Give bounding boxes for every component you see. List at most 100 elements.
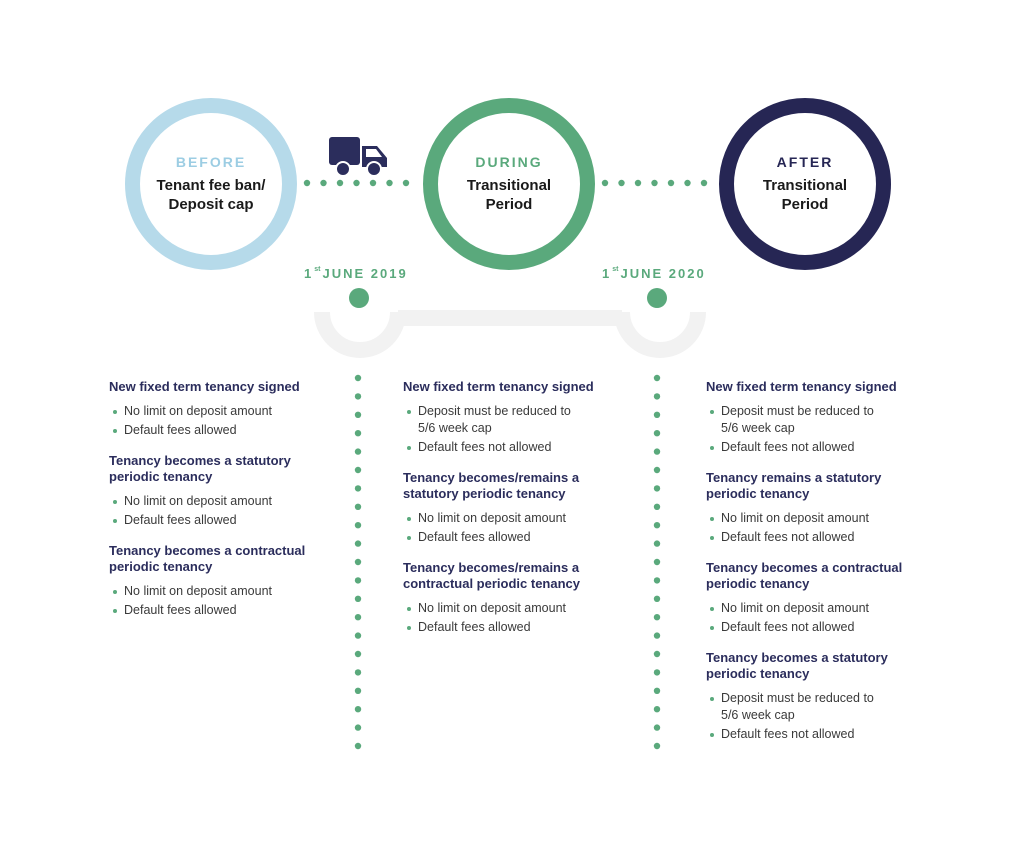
dot (369, 179, 377, 187)
section: Tenancy becomes a statutory periodic ten… (109, 453, 324, 529)
dot (653, 374, 661, 382)
dot (653, 724, 661, 731)
dot (402, 179, 410, 187)
milestone-node-2019 (349, 288, 369, 308)
dot (653, 393, 661, 400)
phase-before-title-line2: Deposit cap (168, 196, 254, 213)
dot (354, 687, 362, 694)
dot (354, 595, 362, 602)
dot (653, 466, 661, 474)
section-heading: Tenancy becomes a contractual periodic t… (109, 542, 306, 575)
dot (653, 430, 661, 437)
dot (684, 179, 691, 187)
dot (354, 411, 362, 418)
dot (634, 179, 642, 187)
list-item: Deposit must be reduced to 5/6 week cap (706, 403, 891, 437)
horizontal-dots-left (303, 179, 410, 187)
phase-during-title-line1: Transitional (466, 177, 552, 194)
date-connector (314, 310, 706, 358)
dot (354, 522, 362, 529)
dot (653, 503, 661, 510)
list-item: Default fees allowed (109, 422, 324, 439)
truck-icon (329, 137, 387, 177)
section-heading: Tenancy remains a statutory periodic ten… (706, 469, 882, 502)
phase-during-title-line2: Period (485, 196, 533, 213)
section-heading: New fixed term tenancy signed (109, 379, 300, 394)
dot (354, 632, 362, 639)
dot (354, 448, 362, 455)
dot (653, 522, 661, 529)
column-during: New fixed term tenancy signed Deposit mu… (403, 379, 618, 650)
list-item: No limit on deposit amount (109, 583, 324, 600)
date-2019-text: JUNE 2019 (322, 266, 408, 281)
list-item: Default fees not allowed (706, 619, 921, 636)
dot (354, 724, 362, 731)
dot (618, 179, 625, 187)
section: Tenancy remains a statutory periodic ten… (706, 470, 921, 546)
list-item: Default fees not allowed (403, 439, 618, 456)
dot (653, 687, 661, 694)
dot (653, 706, 661, 713)
dot (667, 179, 675, 187)
section-heading: New fixed term tenancy signed (706, 379, 897, 394)
phase-after-circle: AFTER Transitional Period (719, 98, 891, 270)
phase-during-label: DURING (475, 154, 543, 170)
dot (354, 650, 362, 658)
dot (354, 503, 362, 510)
dot (354, 466, 362, 474)
dot (386, 179, 393, 187)
dot (653, 742, 661, 750)
date-2020-sup: st (612, 265, 619, 273)
dot (653, 614, 661, 621)
phase-before-label: BEFORE (175, 154, 247, 170)
dot (354, 669, 362, 676)
dot (651, 179, 658, 187)
column-before: New fixed term tenancy signed No limit o… (109, 379, 324, 633)
dot (354, 540, 362, 547)
dot (700, 179, 708, 187)
dot (354, 742, 362, 750)
section: Tenancy becomes a contractual periodic t… (109, 543, 324, 619)
list-item: Default fees allowed (403, 529, 618, 546)
list-item: Default fees not allowed (706, 439, 921, 456)
dot (320, 179, 327, 187)
list-item: Deposit must be reduced to 5/6 week cap (706, 690, 891, 724)
dot (354, 558, 362, 566)
date-2019-prefix: 1 (304, 266, 314, 281)
list-item: Deposit must be reduced to 5/6 week cap (403, 403, 588, 437)
dot (653, 650, 661, 658)
phase-after-title-line2: Period (781, 196, 829, 213)
date-2020-prefix: 1 (602, 266, 612, 281)
dot (653, 595, 661, 602)
section-heading: New fixed term tenancy signed (403, 379, 594, 394)
date-2019-sup: st (314, 265, 321, 273)
list-item: Default fees allowed (109, 512, 324, 529)
list-item: No limit on deposit amount (706, 510, 921, 527)
dot (653, 577, 661, 584)
dot (601, 179, 609, 187)
section-heading: Tenancy becomes a statutory periodic ten… (109, 452, 291, 485)
vertical-dots-right (653, 374, 661, 750)
section: Tenancy becomes a statutory periodic ten… (706, 650, 921, 743)
section: Tenancy becomes a contractual periodic t… (706, 560, 921, 636)
dot (653, 632, 661, 639)
list-item: No limit on deposit amount (403, 510, 618, 527)
dot (354, 430, 362, 437)
list-item: No limit on deposit amount (109, 493, 324, 510)
section-heading: Tenancy becomes a contractual periodic t… (706, 559, 903, 592)
section: Tenancy becomes/remains a contractual pe… (403, 560, 618, 636)
dot (653, 558, 661, 566)
section: New fixed term tenancy signed Deposit mu… (403, 379, 618, 456)
horizontal-dots-right (601, 179, 708, 187)
list-item: Default fees not allowed (706, 726, 921, 743)
dot (653, 540, 661, 547)
section: Tenancy becomes/remains a statutory peri… (403, 470, 618, 546)
list-item: No limit on deposit amount (109, 403, 324, 420)
phase-before-title-line1: Tenant fee ban/ (156, 177, 266, 194)
date-2020-text: JUNE 2020 (620, 266, 706, 281)
list-item: No limit on deposit amount (706, 600, 921, 617)
dot (354, 706, 362, 713)
phase-during-circle: DURING Transitional Period (423, 98, 595, 270)
